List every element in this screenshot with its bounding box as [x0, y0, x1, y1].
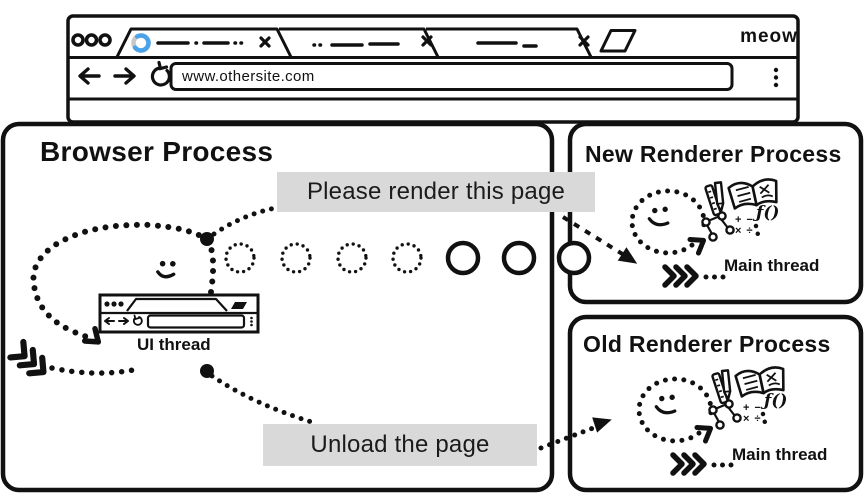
main-thread-label-new: Main thread — [724, 256, 820, 275]
close-icon — [259, 35, 590, 48]
solid-circle — [445, 240, 481, 276]
speed-chevrons-icon — [10, 342, 136, 380]
dotted-circle — [280, 242, 312, 274]
menu-dots-icon — [773, 67, 779, 88]
function-icon: ƒ() — [756, 203, 780, 223]
ui-thread-label: UI thread — [137, 335, 211, 354]
process-circles — [224, 240, 592, 276]
reload-icon — [150, 60, 172, 87]
new-renderer-process-title: New Renderer Process — [585, 141, 842, 167]
url-text: www.othersite.com — [182, 68, 315, 85]
math-symbols-icon: + − × ÷ — [743, 402, 762, 425]
browser-process-box — [0, 121, 555, 493]
unload-message-trail — [209, 373, 318, 426]
math-symbols-icon: + − × ÷ — [735, 214, 754, 237]
old-renderer-process-title: Old Renderer Process — [583, 331, 831, 357]
solid-circle — [556, 240, 592, 276]
forward-icon — [113, 67, 136, 85]
unload-message-label: Unload the page — [263, 424, 537, 466]
spinner-icon — [131, 33, 151, 53]
brand-text: meow — [740, 26, 798, 47]
unload-arrow — [538, 417, 612, 451]
render-message-label: Please render this page — [277, 172, 595, 212]
dotted-circle — [391, 242, 423, 274]
url-bar — [169, 62, 734, 91]
old-renderer-process-box — [567, 314, 864, 493]
new-tab-icon — [599, 29, 637, 53]
browser-window-illustration — [66, 14, 800, 124]
dotted-circle — [224, 242, 256, 274]
render-message-trail — [211, 204, 284, 237]
solid-circle — [501, 240, 537, 276]
dotted-circle — [336, 242, 368, 274]
smiley-icon — [156, 260, 176, 279]
ui-thread-chrome-illustration — [98, 293, 260, 334]
render-arrow — [561, 215, 638, 264]
loop-junction-dot-top — [200, 232, 214, 246]
browser-process-title: Browser Process — [40, 136, 274, 167]
tab-title-dashes — [156, 41, 538, 48]
function-icon: ƒ() — [764, 391, 788, 411]
tab-shapes — [115, 27, 593, 58]
ui-thread-loop — [30, 221, 217, 378]
main-thread-label-old: Main thread — [732, 445, 828, 464]
unload-message-text: Unload the page — [310, 431, 490, 458]
render-message-text: Please render this page — [306, 178, 566, 205]
traffic-lights-icon — [71, 33, 112, 47]
back-icon — [78, 67, 101, 85]
